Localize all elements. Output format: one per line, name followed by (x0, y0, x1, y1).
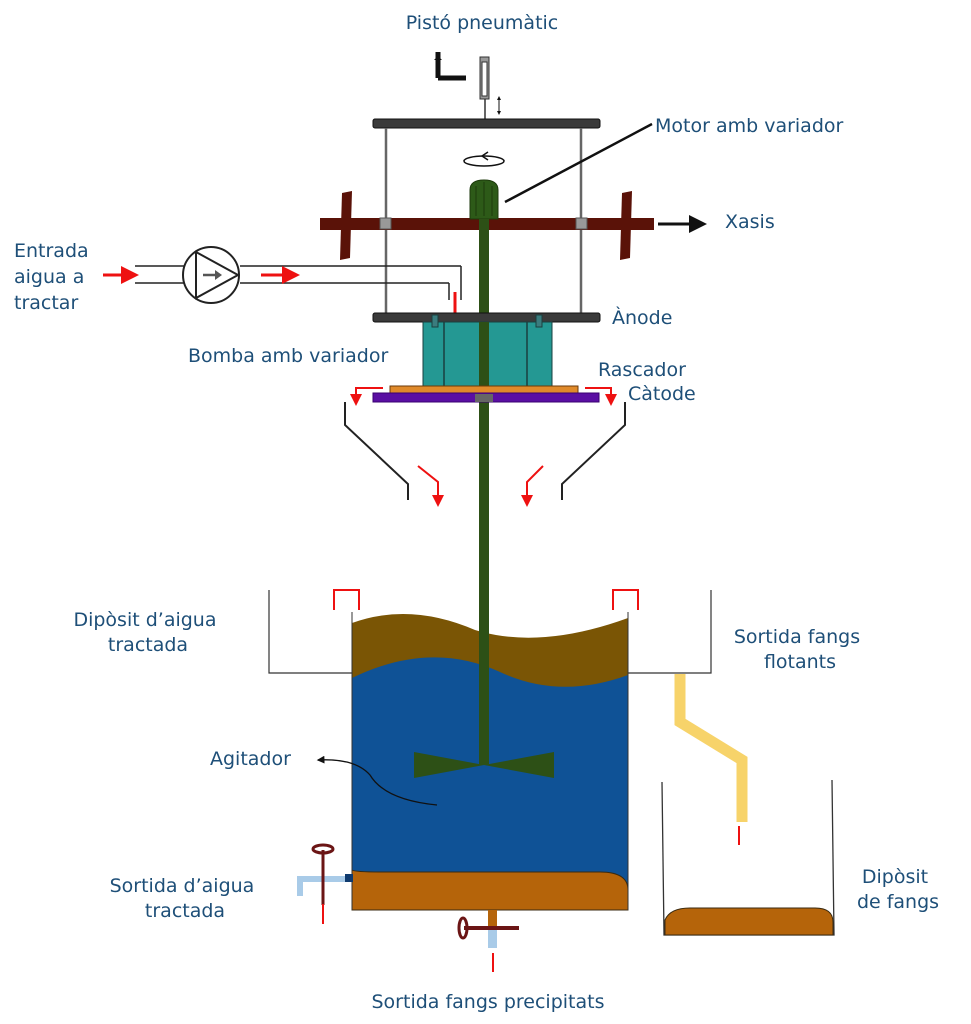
overflow-arrow-left (333, 589, 360, 610)
motor-pointer-line (504, 122, 653, 204)
funnel-right (561, 402, 626, 500)
funnel-arrow-right (521, 465, 544, 507)
label-cathode: Càtode (628, 383, 696, 405)
label-precipitated-outlet: Sortida fangs precipitats (372, 991, 605, 1013)
treated-tank-left (268, 590, 352, 674)
label-piston: Pistó pneumàtic (406, 12, 559, 34)
top-plate (372, 118, 601, 129)
pump-icon (182, 246, 241, 304)
rotation-icon (463, 155, 505, 167)
label-treated-outlet: Sortida d’aigua tractada (110, 875, 261, 922)
drip-arrow-right (585, 387, 617, 406)
impeller-icon (414, 752, 554, 778)
precipitated-sludge-layer (351, 869, 629, 911)
precipitated-outlet-valve[interactable] (457, 910, 519, 948)
label-motor: Motor amb variador (655, 115, 844, 137)
pneumatic-piston (434, 52, 501, 120)
agitator-shaft (479, 219, 489, 765)
label-pump: Bomba amb variador (188, 345, 388, 367)
sludge-tank-contents (664, 907, 834, 936)
drip-arrow-left (350, 387, 383, 406)
scraper (389, 385, 579, 394)
floating-sludge-layer (352, 614, 628, 687)
treated-tank-right (628, 590, 712, 674)
motor (469, 179, 499, 220)
inlet-pipe (135, 265, 462, 300)
label-scraper: Rascador (598, 359, 686, 381)
anode-plate (372, 312, 601, 323)
label-inlet: Entrada aigua a tractar (14, 240, 95, 314)
reactor-tank (351, 612, 629, 911)
label-floating-outlet: Sortida fangs flotants (734, 626, 866, 673)
label-agitator: Agitador (210, 748, 291, 770)
label-anode: Ànode (612, 306, 672, 329)
label-chassis: Xasis (725, 211, 775, 233)
funnel-left (344, 402, 409, 500)
label-sludge-tank: Dipòsit de fangs (857, 866, 939, 913)
label-treated-tank: Dipòsit d’aigua tractada (73, 609, 222, 656)
treated-outlet-valve[interactable] (297, 843, 353, 905)
piston-bracket-icon (435, 52, 466, 81)
agitator-pointer (316, 755, 438, 806)
funnel-arrow-left (417, 465, 444, 507)
overflow-arrow-right (612, 589, 639, 610)
floating-sludge-pipe (674, 674, 748, 822)
